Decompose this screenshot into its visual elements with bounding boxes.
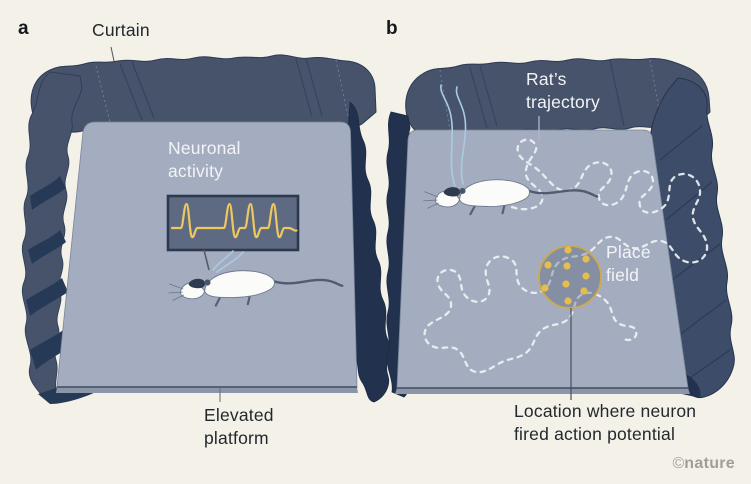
panel-a-letter: a (18, 18, 29, 39)
panel-b-artwork (386, 58, 735, 400)
platform-a-edge (56, 387, 358, 393)
location-line2: fired action potential (514, 424, 676, 444)
panel-a-artwork (21, 46, 390, 404)
rat-a-illustration (168, 270, 344, 307)
neuronal-activity-line2: activity (168, 161, 224, 181)
neuronal-activity-label: Neuronal activity (168, 137, 241, 183)
panel-b-letter: b (386, 18, 398, 39)
location-label: Location where neuron fired action poten… (514, 400, 696, 446)
head-wires-a (212, 250, 244, 273)
nature-wordmark: nature (684, 455, 735, 472)
rats-trajectory-line2: trajectory (526, 92, 600, 112)
recording-cable (203, 249, 210, 271)
curtain-pointer-line (110, 46, 115, 62)
rat-b-illustration (423, 179, 599, 216)
neuronal-activity-line1: Neuronal (168, 138, 241, 158)
curtain-a-right-drape (347, 101, 390, 403)
curtain-a-top (30, 54, 377, 134)
platform-b-edge (395, 388, 690, 394)
trajectory-path (423, 138, 709, 374)
place-field-line2: field (606, 265, 640, 285)
spike-waveform (170, 202, 298, 239)
elevated-platform-line1: Elevated (204, 405, 274, 425)
head-wires-b (440, 84, 467, 187)
curtain-label: Curtain (92, 20, 150, 40)
rats-trajectory-line1: Rat’s (526, 69, 567, 89)
location-line1: Location where neuron (514, 401, 697, 421)
platform-a (56, 121, 358, 388)
place-field-line1: Place (606, 242, 651, 262)
nature-watermark: ©nature (640, 455, 735, 473)
place-field-label: Place field (606, 241, 651, 287)
elevated-platform-line2: platform (204, 428, 269, 448)
curtain-a-fold-lines (95, 57, 349, 123)
curtain-b-right-folds (659, 125, 731, 383)
elevated-platform-label: Elevated platform (204, 404, 274, 450)
curtain-a-left-drape (21, 71, 83, 399)
place-field-dots (541, 246, 590, 305)
copyright-symbol: © (672, 455, 685, 472)
rats-trajectory-label: Rat’s trajectory (526, 68, 600, 114)
